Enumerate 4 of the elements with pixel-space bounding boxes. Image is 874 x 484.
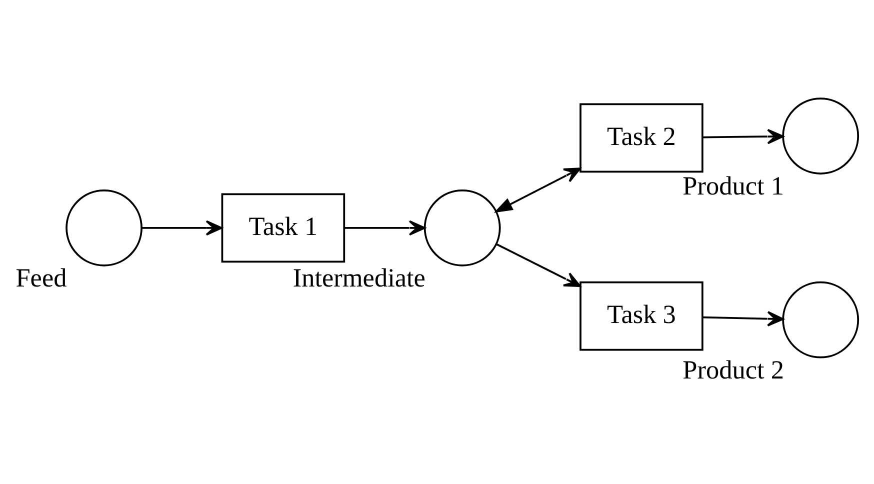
node-label: Product 1 bbox=[682, 172, 784, 201]
node-label: Feed bbox=[16, 263, 67, 292]
node-label: Intermediate bbox=[292, 263, 426, 292]
node-label: Product 2 bbox=[682, 355, 784, 384]
